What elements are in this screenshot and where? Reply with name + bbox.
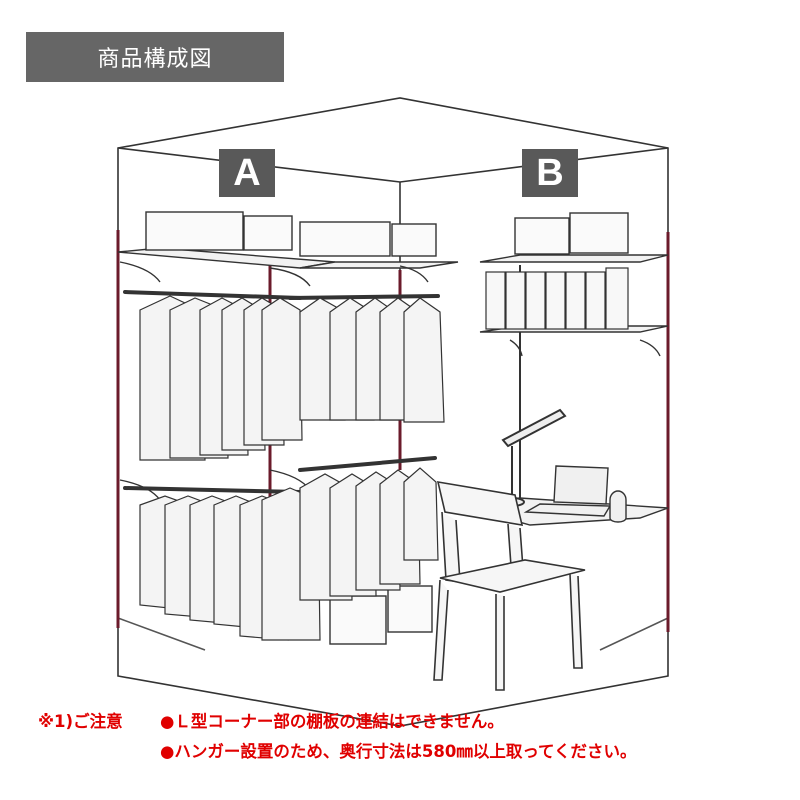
page-title: 商品構成図 [26,32,284,82]
note-prefix: ※1)ご注意 [38,712,123,731]
lamp-head [501,408,567,448]
note-line-1: ●Ｌ型コーナー部の棚板の連結はできません。 [160,712,504,731]
ceiling-edges [117,147,669,183]
box-3 [299,221,391,257]
rod-a-bottom-right [298,456,437,472]
shelf-a-right [299,261,459,269]
box-5 [514,217,570,255]
chair-backrest [436,481,524,526]
laptop-keyboard [523,503,612,517]
label-a: A [219,149,275,197]
shelf-b-top [479,254,669,263]
chair-leg-1 [433,579,449,681]
drawer-2 [387,585,433,633]
mug [609,490,627,523]
rod-a-bottom-left [123,486,302,494]
chair-back-left [441,511,461,583]
drawer-1 [329,595,387,645]
box-1 [145,211,244,251]
rod-a-top-left [123,290,302,300]
note-line-2: ●ハンガー設置のため、奥行寸法は580㎜以上取ってください。 [160,742,637,761]
room-outline [117,97,669,727]
chair-seat [439,559,586,593]
box-4 [391,223,437,257]
label-b: B [522,149,578,197]
box-2 [243,215,293,251]
rod-a-top-right [288,294,440,300]
box-6 [569,212,629,254]
laptop-screen [553,465,609,505]
